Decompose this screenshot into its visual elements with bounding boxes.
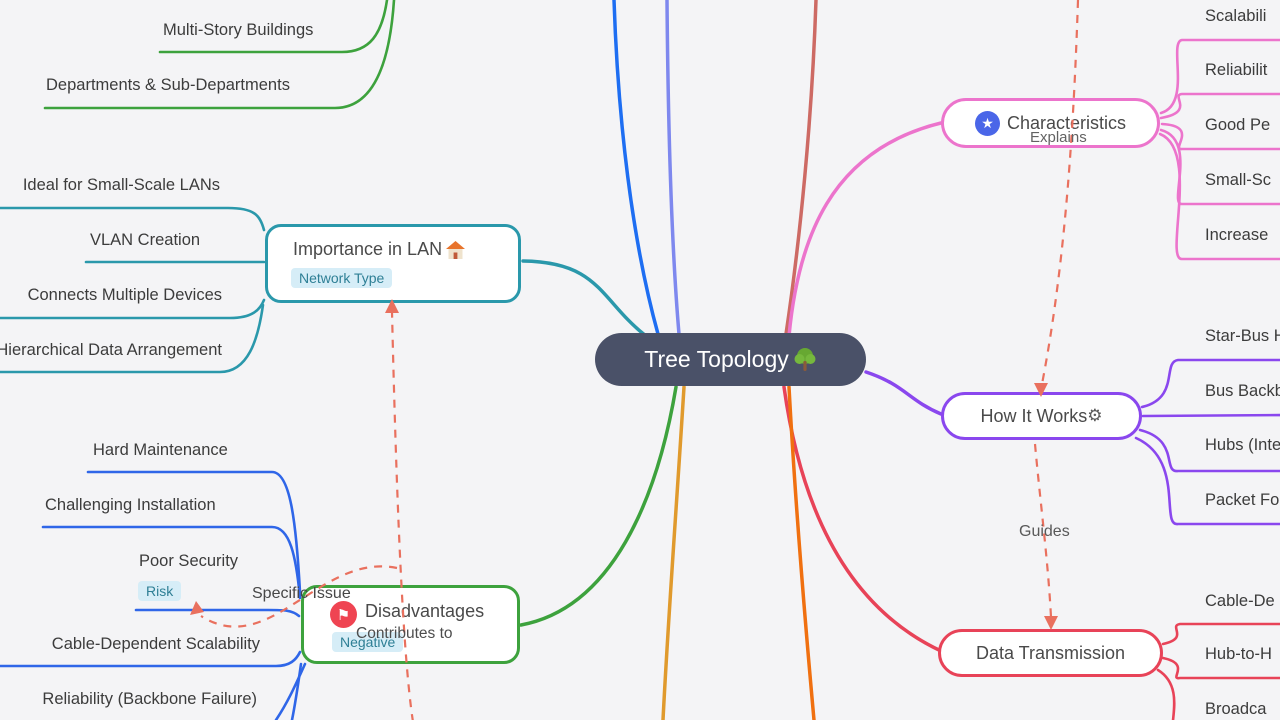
leaf-bus-backbone[interactable]: Bus Backbo: [1205, 382, 1280, 400]
leaf-connects-devices[interactable]: Connects Multiple Devices: [27, 286, 222, 304]
leaf-small-scale[interactable]: Small-Sc: [1205, 171, 1272, 189]
leaf-reliability[interactable]: Reliabilit: [1205, 61, 1268, 79]
central-topic-label: Tree Topology: [644, 346, 789, 372]
leaf-hierarchical-data[interactable]: Hierarchical Data Arrangement: [0, 341, 222, 359]
trunk-amber: [661, 385, 686, 720]
leaf-hard-maintenance[interactable]: Hard Maintenance: [93, 441, 228, 459]
trunk-purple-howitworks: [864, 370, 943, 416]
node-disadvantages-title: Disadvantages: [365, 601, 485, 621]
leaf-cable-dependent[interactable]: Cable-De: [1205, 592, 1275, 610]
relation-label-explains: Explains: [1030, 129, 1087, 146]
node-how-it-works-title: How It Works: [980, 405, 1088, 426]
node-data-transmission-title: Data Transmission: [975, 642, 1126, 663]
arrowhead-specific-issue: [190, 601, 204, 615]
trunk-bright-blue: [612, 0, 660, 336]
central-topic[interactable]: Tree Topology: [595, 333, 866, 386]
leaf-departments[interactable]: Departments & Sub-Departments: [46, 76, 290, 94]
badge-risk: Risk: [138, 581, 182, 601]
leaf-hubs-intelligent[interactable]: Hubs (Intel: [1205, 436, 1280, 454]
node-importance-title: Importance in LAN: [293, 239, 443, 259]
leaf-multi-story-buildings[interactable]: Multi-Story Buildings: [163, 21, 314, 39]
relation-label-guides: Guides: [1019, 523, 1070, 540]
leaf-packet-forwarding[interactable]: Packet Forw: [1205, 491, 1280, 509]
badge-negative: Negative: [332, 632, 404, 652]
leaf-scalability[interactable]: Scalabili: [1205, 7, 1267, 25]
leaf-good-performance[interactable]: Good Pe: [1205, 116, 1271, 134]
leaf-star-bus-hybrid[interactable]: Star-Bus Hy: [1205, 327, 1280, 345]
leaf-hub-to-hub[interactable]: Hub-to-H: [1205, 645, 1272, 663]
relation-explains-line: [1040, 0, 1080, 385]
trunk-red-datatransmission: [782, 385, 943, 653]
star-icon: ★: [974, 110, 1000, 136]
leaf-broadcast[interactable]: Broadca: [1205, 700, 1267, 718]
house-emoji-icon: [446, 241, 466, 259]
gear-icon: ⚙: [1087, 406, 1103, 425]
arrowhead-guides: [1044, 616, 1058, 630]
badge-network-type: Network Type: [291, 268, 393, 288]
trunk-pink-characteristics: [787, 121, 943, 338]
relation-label-contributes: Contributes to: [356, 625, 453, 642]
flag-icon: ⚑: [330, 601, 357, 628]
leaf-challenging-installation[interactable]: Challenging Installation: [45, 496, 216, 514]
relation-label-specific-issue: Specific Issue: [252, 585, 351, 602]
tree-emoji-icon: [794, 347, 816, 371]
leaf-increased[interactable]: Increase: [1205, 226, 1269, 244]
trunk-teal-importance: [521, 259, 648, 338]
node-importance-in-lan[interactable]: Importance in LAN: [265, 224, 521, 303]
leaf-poor-security[interactable]: Poor Security: [139, 552, 239, 570]
leaf-cable-dependent-scalability[interactable]: Cable-Dependent Scalability: [51, 635, 260, 653]
leaf-reliability-backbone[interactable]: Reliability (Backbone Failure): [42, 690, 257, 708]
trunk-periwinkle: [665, 0, 681, 336]
leaf-vlan-creation[interactable]: VLAN Creation: [90, 231, 201, 249]
trunk-orange: [787, 385, 816, 720]
trunk-green-disadvantages: [519, 385, 678, 627]
trunk-indianred: [784, 0, 818, 336]
leaf-ideal-small-scale[interactable]: Ideal for Small-Scale LANs: [22, 176, 220, 194]
node-data-transmission[interactable]: Data Transmission: [938, 629, 1163, 677]
node-how-it-works[interactable]: How It Works ⚙: [941, 392, 1142, 440]
